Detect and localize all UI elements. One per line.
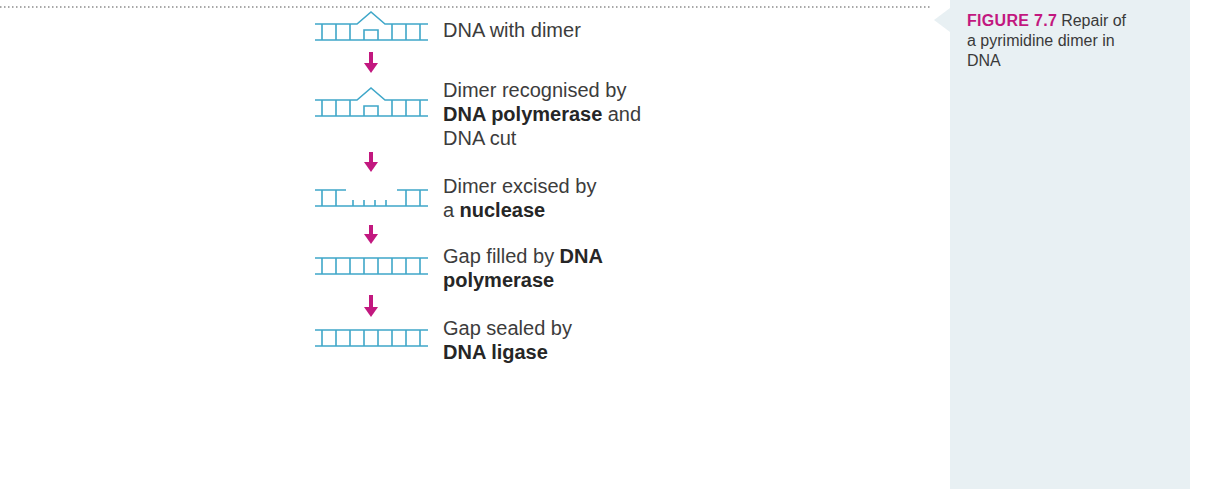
dna-cut-strand [315,88,428,116]
flow-arrow [369,152,373,162]
step-text: Dimer recognised by [443,79,626,101]
enzyme-name: DNA polymerase [443,103,602,125]
enzyme-name: nuclease [460,199,546,221]
enzyme-name: FIGURE 7.7 [967,12,1057,29]
dna-filled-strand [315,258,428,274]
dna-gap-strand [315,190,428,206]
step-text: DNA with dimer [443,19,581,41]
dotted-rule [0,6,930,8]
text-block: Gap sealed byDNA ligase [443,316,658,364]
flow-arrow [369,225,373,234]
dna-sealed-strand [315,330,428,346]
flow-arrow [369,295,373,307]
step-box: DNA with dimer [315,8,658,52]
enzyme-name: DNA ligase [443,341,548,363]
step-text: a [443,199,454,221]
step-text: Gap sealed by [443,317,572,339]
step-text: Gap filled by [443,245,554,267]
step-box: Dimer excised bya nuclease [315,172,658,225]
caption-panel: FIGURE 7.7Repair of a pyrimidine dimer i… [950,0,1190,489]
step-box: Dimer recognised byDNA polymerase andDNA … [315,73,658,152]
caption-pointer [934,8,950,32]
text-block: DNA with dimer [443,18,658,42]
step-text: Dimer excised by [443,175,596,197]
step-box: Gap filled byDNA polymerase [315,244,658,295]
text-block: Gap filled byDNA polymerase [443,244,658,292]
step-box: Gap sealed byDNA ligase [315,317,658,366]
text-block: Dimer recognised byDNA polymerase andDNA … [443,78,658,150]
step-text: and [608,103,641,125]
dna-dimer-strand [315,12,428,40]
step-text: DNA cut [443,127,516,149]
flow-arrow [369,52,373,63]
text-block: FIGURE 7.7Repair of a pyrimidine dimer i… [967,11,1137,71]
text-block: Dimer excised bya nuclease [443,174,658,222]
